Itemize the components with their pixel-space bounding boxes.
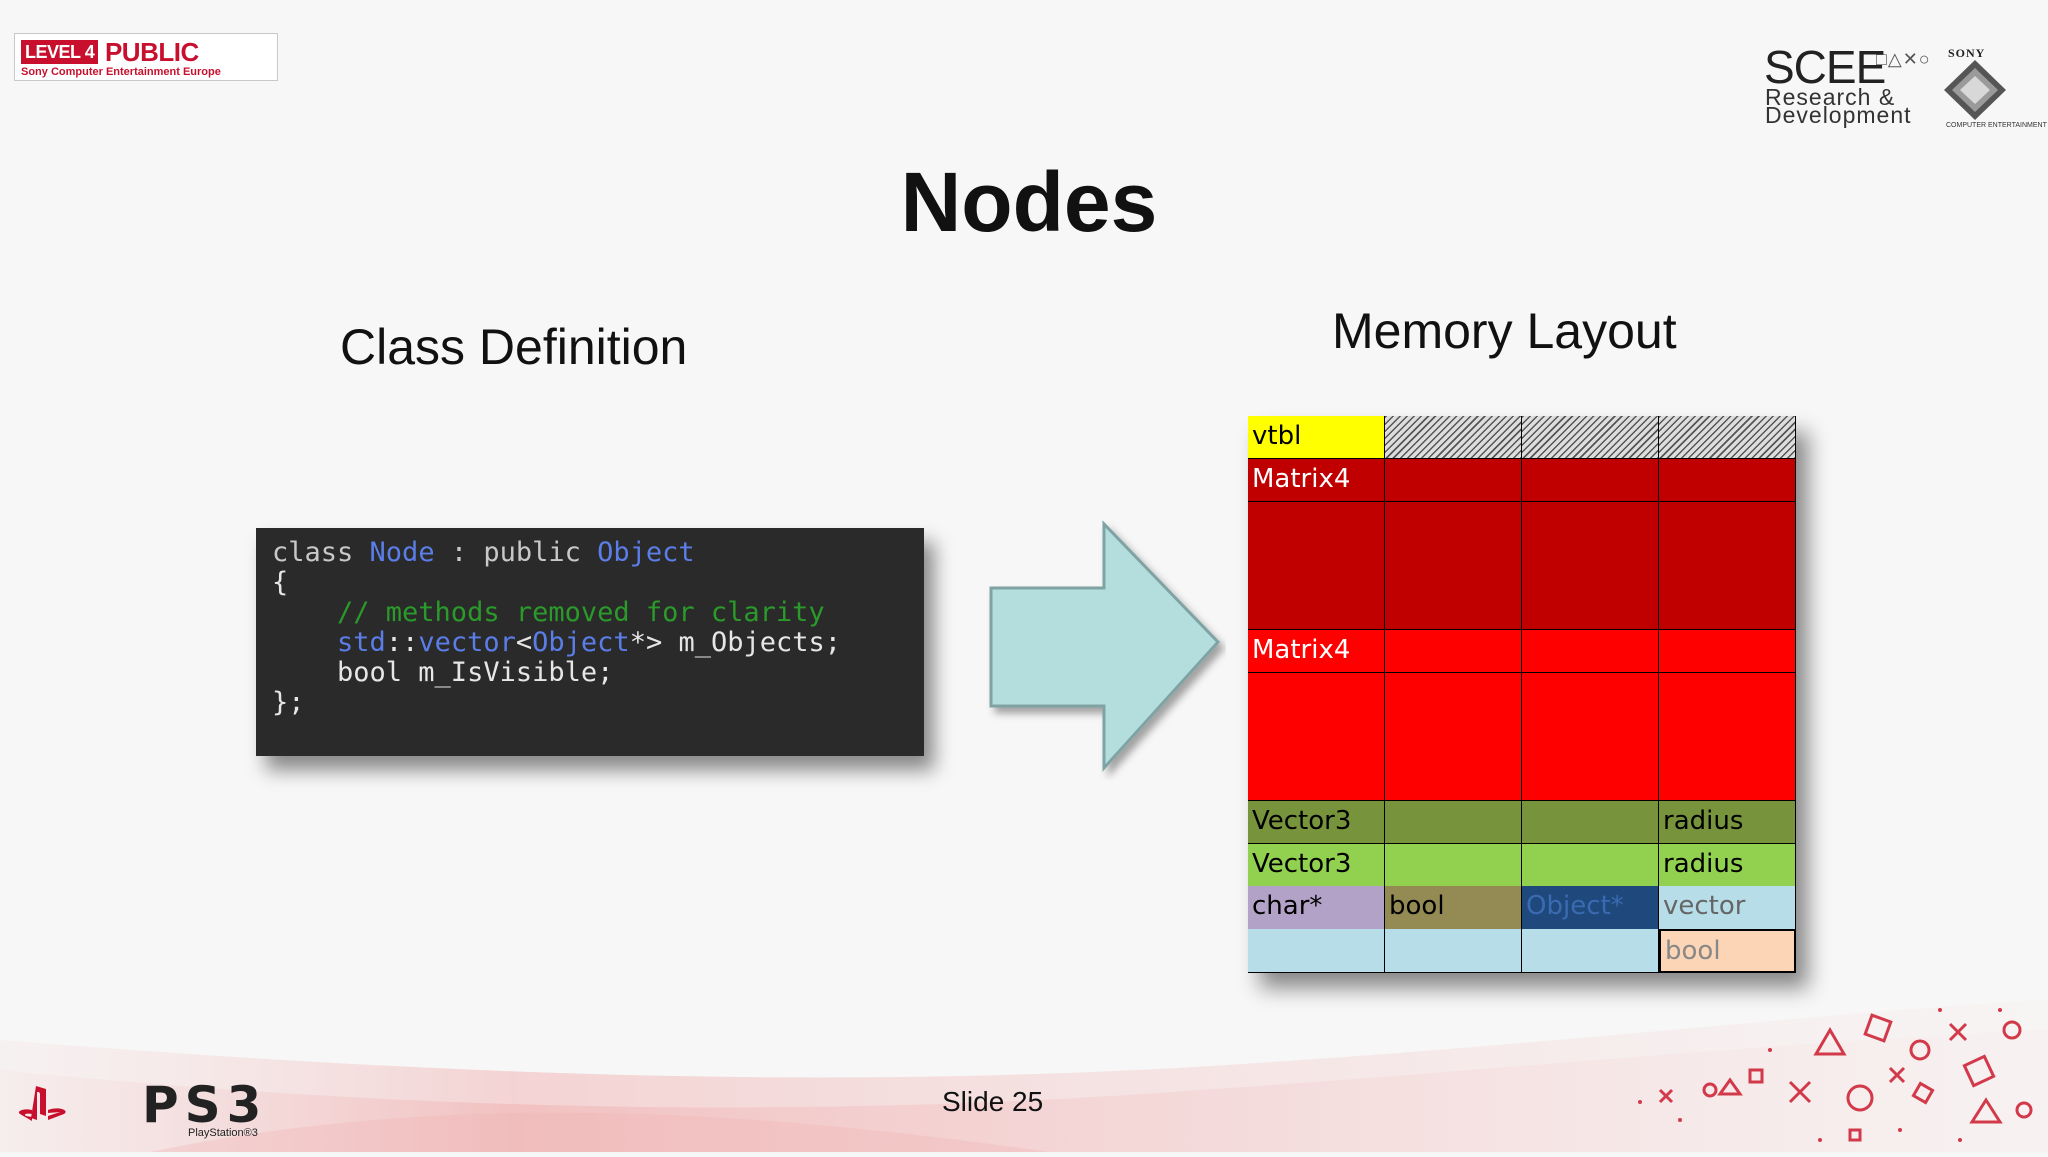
level-public-badge: LEVEL 4 PUBLIC Sony Computer Entertainme… <box>14 33 278 81</box>
playstation-logo-icon <box>18 1084 70 1129</box>
code-vector-type: vector <box>418 627 516 658</box>
code-line-4: std::vector<Object*> m_Objects; <box>272 628 908 658</box>
code-comment-line: // methods removed for clarity <box>272 597 825 628</box>
memory-cell-r11-c2: Object* <box>1522 886 1659 930</box>
badge-subtitle: Sony Computer Entertainment Europe <box>21 66 221 78</box>
code-keyword: : public <box>434 537 598 568</box>
memory-cell-r0-c3 <box>1659 416 1796 460</box>
memory-cell-r2-c1 <box>1385 501 1522 545</box>
memory-cell-r4-c3 <box>1659 587 1796 631</box>
playstation-shapes-icon: □△✕○ <box>1876 49 1931 69</box>
memory-cell-r7-c3 <box>1659 715 1796 759</box>
memory-cell-r10-c0: Vector3 <box>1248 843 1385 887</box>
badge-level-number: 4 <box>84 42 95 62</box>
footer-swoosh <box>0 970 2048 1157</box>
memory-cell-r10-c1 <box>1385 843 1522 887</box>
scee-logo-text: SCEE <box>1764 41 1886 93</box>
memory-cell-r0-c2 <box>1522 416 1659 460</box>
sony-subtitle: COMPUTER ENTERTAINMENT <box>1946 122 2047 129</box>
code-keyword: class <box>272 537 370 568</box>
memory-cell-r9-c3: radius <box>1659 800 1796 845</box>
memory-cell-r4-c2 <box>1522 587 1659 631</box>
scee-research-text: Research & <box>1765 84 1896 110</box>
memory-cell-r3-c2 <box>1522 544 1659 588</box>
memory-cell-r2-c2 <box>1522 501 1659 545</box>
memory-cell-r3-c3 <box>1659 544 1796 588</box>
memory-cell-r10-c2 <box>1522 843 1659 887</box>
memory-cell-r1-c0: Matrix4 <box>1248 458 1385 503</box>
memory-layout-heading: Memory Layout <box>1332 303 1677 359</box>
memory-cell-r1-c1 <box>1385 458 1522 503</box>
playstation-shapes-decoration-icon <box>1620 990 2040 1155</box>
badge-title: LEVEL 4 PUBLIC <box>21 37 199 67</box>
code-class-name: Node <box>369 537 435 568</box>
memory-cell-r1-c2 <box>1522 458 1659 503</box>
memory-cell-r2-c3 <box>1659 501 1796 545</box>
memory-cell-r12-c3: bool <box>1659 929 1796 973</box>
code-line-1: class Node : public Object <box>272 538 908 568</box>
memory-cell-r11-c3: vector <box>1659 886 1796 930</box>
badge-level: LEVEL 4 <box>21 40 99 64</box>
memory-cell-r12-c1 <box>1385 929 1522 973</box>
code-base-class: Object <box>597 537 695 568</box>
memory-cell-r6-c2 <box>1522 672 1659 716</box>
memory-cell-r5-c3 <box>1659 629 1796 674</box>
memory-cell-r3-c0 <box>1248 544 1385 588</box>
memory-cell-r9-c1 <box>1385 800 1522 845</box>
sony-text: SONY <box>1948 46 1986 60</box>
memory-cell-r5-c1 <box>1385 629 1522 674</box>
right-arrow-icon <box>986 520 1226 785</box>
memory-cell-r1-c3 <box>1659 458 1796 503</box>
memory-cell-r4-c0 <box>1248 587 1385 631</box>
slide-title: Nodes <box>900 155 1158 249</box>
memory-cell-r6-c0 <box>1248 672 1385 716</box>
memory-cell-r8-c0 <box>1248 758 1385 802</box>
memory-cell-r0-c0: vtbl <box>1248 416 1385 460</box>
memory-cell-r11-c1: bool <box>1385 886 1522 930</box>
memory-cell-r11-c0: char* <box>1248 886 1385 930</box>
ps3-logo-text: PS3 <box>142 1076 268 1134</box>
scee-development-text: Development <box>1765 102 1912 128</box>
ps3-subtitle: PlayStation®3 <box>188 1127 258 1139</box>
memory-cell-r8-c2 <box>1522 758 1659 802</box>
memory-cell-r9-c2 <box>1522 800 1659 845</box>
memory-cell-r6-c3 <box>1659 672 1796 716</box>
code-line-6: }; <box>272 687 305 718</box>
memory-cell-r5-c0: Matrix4 <box>1248 629 1385 674</box>
memory-cell-r5-c2 <box>1522 629 1659 674</box>
code-object-type: Object <box>532 627 630 658</box>
code-scope-operator: :: <box>385 627 419 658</box>
memory-cell-r4-c1 <box>1385 587 1522 631</box>
memory-cell-r2-c0 <box>1248 501 1385 545</box>
memory-cell-r0-c1 <box>1385 416 1522 460</box>
memory-cell-r12-c2 <box>1522 929 1659 973</box>
badge-level-text: LEVEL <box>25 42 81 62</box>
memory-cell-r12-c0 <box>1248 929 1385 973</box>
memory-cell-r9-c0: Vector3 <box>1248 800 1385 845</box>
memory-cell-r3-c1 <box>1385 544 1522 588</box>
class-definition-heading: Class Definition <box>340 319 688 375</box>
memory-cell-r10-c3: radius <box>1659 843 1796 887</box>
badge-public-text: PUBLIC <box>104 37 199 67</box>
code-indent <box>272 627 337 658</box>
code-angle-bracket: < <box>515 627 533 658</box>
slide-number-label: Slide 25 <box>942 1086 1044 1117</box>
memory-cell-r7-c1 <box>1385 715 1522 759</box>
code-namespace: std <box>337 627 386 658</box>
memory-cell-r6-c1 <box>1385 672 1522 716</box>
memory-cell-r8-c1 <box>1385 758 1522 802</box>
code-member-name: *> m_Objects; <box>629 627 842 658</box>
code-panel: class Node : public Object{ // methods r… <box>256 528 924 756</box>
code-line-2: { <box>272 567 289 598</box>
memory-cell-r7-c2 <box>1522 715 1659 759</box>
sony-diamond-logo-icon <box>1940 58 2010 127</box>
code-line-5: bool m_IsVisible; <box>272 657 614 688</box>
memory-cell-r8-c3 <box>1659 758 1796 802</box>
memory-cell-r7-c0 <box>1248 715 1385 759</box>
